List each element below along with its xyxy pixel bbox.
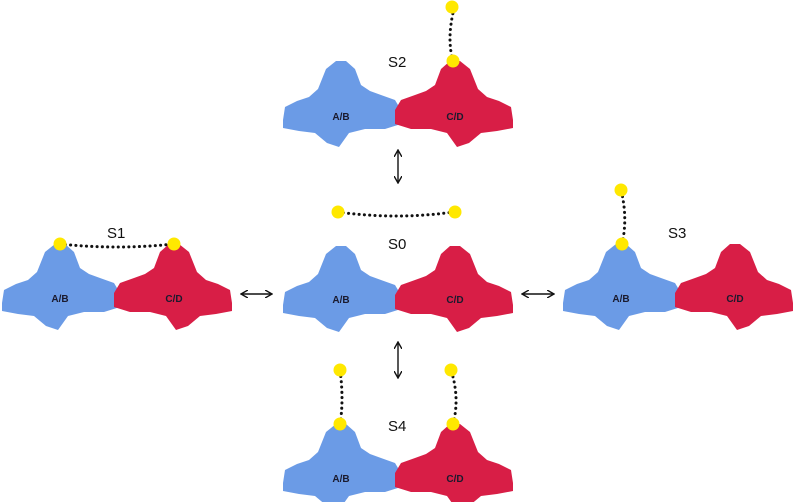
free-dot-s4-right — [444, 363, 458, 377]
anchor-dot-s4-right — [446, 417, 460, 431]
linker-s3 — [619, 188, 627, 246]
lobe-cd-s1 — [114, 244, 232, 330]
state-s0: A/B C/D S0 — [283, 205, 513, 332]
linker-s1 — [58, 242, 176, 249]
lobe-ab-s4 — [283, 424, 401, 502]
state-label-s0: S0 — [388, 236, 406, 253]
anchor-dot-s4-left — [333, 417, 347, 431]
lobe-ab-s1 — [2, 244, 120, 330]
anchor-dot-s3-base — [615, 237, 629, 251]
state-label-s4: S4 — [388, 418, 406, 435]
free-dot-s2 — [445, 0, 459, 14]
linker-s4-right — [449, 368, 458, 426]
anchor-dot-s1-left — [53, 237, 67, 251]
free-dot-s4-left — [333, 363, 347, 377]
lobe-cd-label-s2: C/D — [446, 112, 463, 123]
lobe-cd-s4 — [395, 424, 513, 502]
state-s4: A/B C/D S4 — [283, 363, 513, 502]
lobe-ab-s2 — [283, 61, 401, 147]
state-label-s3: S3 — [668, 225, 686, 242]
state-label-s1: S1 — [107, 225, 125, 242]
linker-s4-left — [338, 368, 344, 426]
anchor-dot-s1-right — [167, 237, 181, 251]
state-label-s2: S2 — [388, 54, 406, 71]
free-dot-s0-left — [331, 205, 345, 219]
lobe-ab-s0 — [283, 246, 401, 332]
lobe-cd-s0 — [395, 246, 513, 332]
lobe-ab-label-s2: A/B — [332, 112, 349, 123]
lobe-cd-s3 — [675, 244, 793, 330]
lobe-cd-label-s3: C/D — [726, 294, 743, 305]
anchor-dot-s2-base — [446, 54, 460, 68]
lobe-ab-label-s0: A/B — [332, 295, 349, 306]
free-dot-s3 — [614, 183, 628, 197]
lobe-ab-s3 — [563, 244, 681, 330]
lobe-ab-label-s4: A/B — [332, 474, 349, 485]
state-s3: A/B C/D S3 — [563, 183, 793, 330]
linker-s2 — [448, 11, 455, 63]
lobe-ab-label-s3: A/B — [612, 294, 629, 305]
linker-s0 — [336, 210, 456, 218]
lobe-cd-s2 — [395, 61, 513, 147]
lobe-ab-label-s1: A/B — [51, 294, 68, 305]
state-s1: A/B C/D S1 — [2, 225, 232, 330]
free-dot-s0-right — [448, 205, 462, 219]
lobe-cd-label-s4: C/D — [446, 474, 463, 485]
lobe-cd-label-s1: C/D — [165, 294, 182, 305]
lobe-cd-label-s0: C/D — [446, 295, 463, 306]
state-s2: A/B C/D S2 — [283, 0, 513, 147]
